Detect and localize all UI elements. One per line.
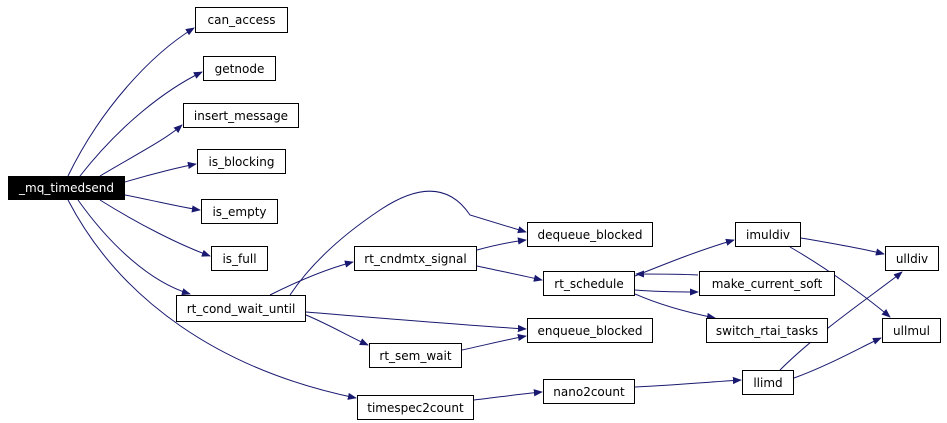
edge-mq-timedsend-to-is-full	[99, 199, 211, 257]
node-rt-schedule[interactable]: rt_schedule	[543, 271, 635, 296]
node-enqueue-blocked[interactable]: enqueue_blocked	[527, 318, 653, 343]
node-can-access[interactable]: can_access	[195, 7, 288, 33]
edge-rt-cond-wait-until-to-rt-sem-wait	[305, 314, 369, 346]
edge-rt-cndmtx-signal-to-dequeue-blocked	[476, 237, 527, 251]
edge-rt-cond-wait-until-to-rt-cndmtx-signal	[269, 260, 354, 296]
node-mq-timedsend: _mq_timedsend	[8, 176, 125, 200]
edge-rt-sem-wait-to-enqueue-blocked	[461, 333, 527, 351]
edge-mq-timedsend-to-is-blocking	[124, 161, 197, 183]
edge-timespec2count-to-nano2count	[473, 389, 543, 401]
edge-mq-timedsend-to-is-empty	[124, 194, 201, 213]
node-dequeue-blocked[interactable]: dequeue_blocked	[527, 222, 653, 247]
node-timespec2count[interactable]: timespec2count	[357, 395, 474, 420]
edge-make-current-soft-to-rt-schedule	[635, 270, 699, 278]
node-ulldiv[interactable]: ulldiv	[885, 246, 939, 271]
edge-imuldiv-to-ullmul	[789, 246, 891, 318]
node-is-empty[interactable]: is_empty	[201, 199, 278, 224]
edge-rt-schedule-to-switch-rtai-tasks	[634, 293, 716, 320]
edge-llimd-to-ulldiv	[779, 271, 903, 371]
edge-mq-timedsend-to-timespec2count	[67, 199, 357, 400]
node-is-full[interactable]: is_full	[211, 246, 268, 271]
edge-rt-cndmtx-signal-to-rt-schedule	[476, 265, 543, 282]
edge-mq-timedsend-to-can-access	[67, 27, 195, 177]
node-getnode[interactable]: getnode	[203, 56, 276, 81]
node-is-blocking[interactable]: is_blocking	[197, 149, 286, 174]
node-rt-cond-wait-until[interactable]: rt_cond_wait_until	[176, 295, 306, 322]
node-rt-sem-wait[interactable]: rt_sem_wait	[369, 343, 462, 368]
edge-mq-timedsend-to-rt-cond-wait-until	[77, 199, 191, 296]
node-rt-cndmtx-signal[interactable]: rt_cndmtx_signal	[354, 246, 477, 271]
node-insert-message[interactable]: insert_message	[183, 103, 299, 128]
node-llimd[interactable]: llimd	[742, 370, 794, 395]
edge-rt-cond-wait-until-to-dequeue-blocked	[289, 190, 527, 296]
edge-imuldiv-to-ulldiv	[800, 237, 885, 256]
edge-mq-timedsend-to-insert-message	[99, 124, 183, 177]
node-nano2count[interactable]: nano2count	[543, 379, 635, 404]
edge-rt-schedule-to-imuldiv	[634, 238, 735, 277]
node-ullmul[interactable]: ullmul	[882, 318, 941, 343]
node-imuldiv[interactable]: imuldiv	[735, 222, 801, 247]
node-make-current-soft[interactable]: make_current_soft	[699, 271, 835, 296]
edge-rt-schedule-to-make-current-soft	[634, 288, 699, 296]
edge-nano2count-to-llimd	[634, 376, 742, 388]
edge-llimd-to-ullmul	[793, 337, 882, 379]
node-switch-rtai-tasks[interactable]: switch_rtai_tasks	[706, 318, 828, 343]
edge-mq-timedsend-to-getnode	[79, 71, 203, 177]
edge-rt-cond-wait-until-to-enqueue-blocked	[305, 311, 527, 333]
